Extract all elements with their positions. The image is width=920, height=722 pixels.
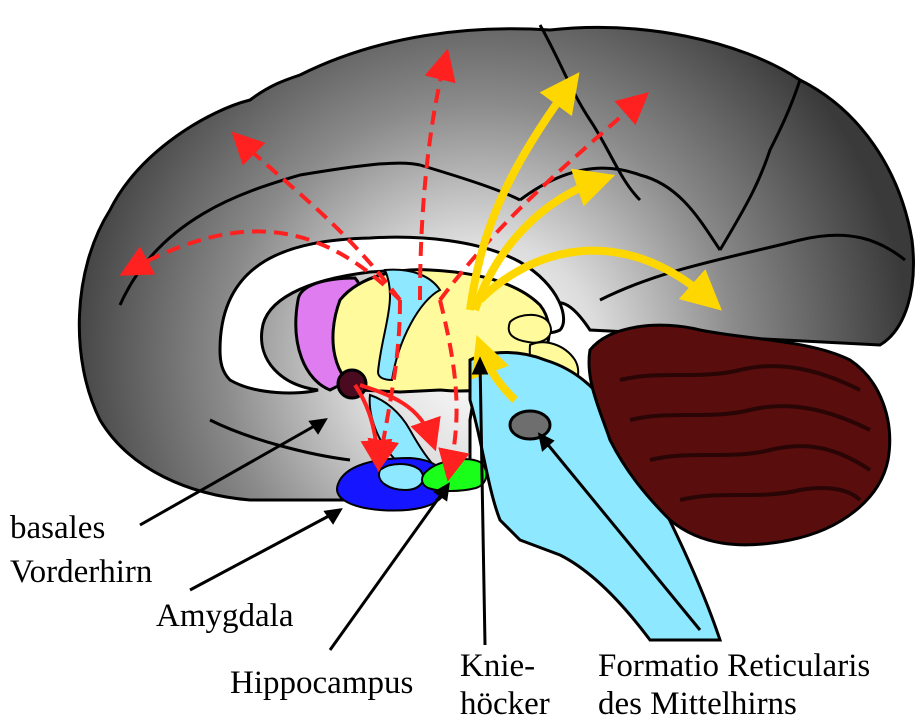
label-lateral-geniculate-line2: höcker xyxy=(460,686,550,722)
label-amygdala: Amygdala xyxy=(156,598,293,634)
reticular-formation-nucleus xyxy=(510,411,550,439)
amygdala-inner xyxy=(379,464,423,490)
label-hippocampus: Hippocampus xyxy=(230,665,413,701)
label-basal-forebrain-line2: Vorderhirn xyxy=(10,554,152,590)
label-reticular-formation: Formatio Reticularis des Mittelhirns xyxy=(598,648,870,722)
label-lateral-geniculate: Knie- höcker xyxy=(460,648,550,722)
label-basal-forebrain: basales Vorderhirn xyxy=(10,510,152,590)
label-reticular-formation-line2: des Mittelhirns xyxy=(598,686,870,722)
label-lateral-geniculate-line1: Knie- xyxy=(460,648,550,684)
label-basal-forebrain-line1: basales xyxy=(10,510,152,546)
pineal-body xyxy=(509,315,551,343)
label-reticular-formation-line1: Formatio Reticularis xyxy=(598,648,870,684)
